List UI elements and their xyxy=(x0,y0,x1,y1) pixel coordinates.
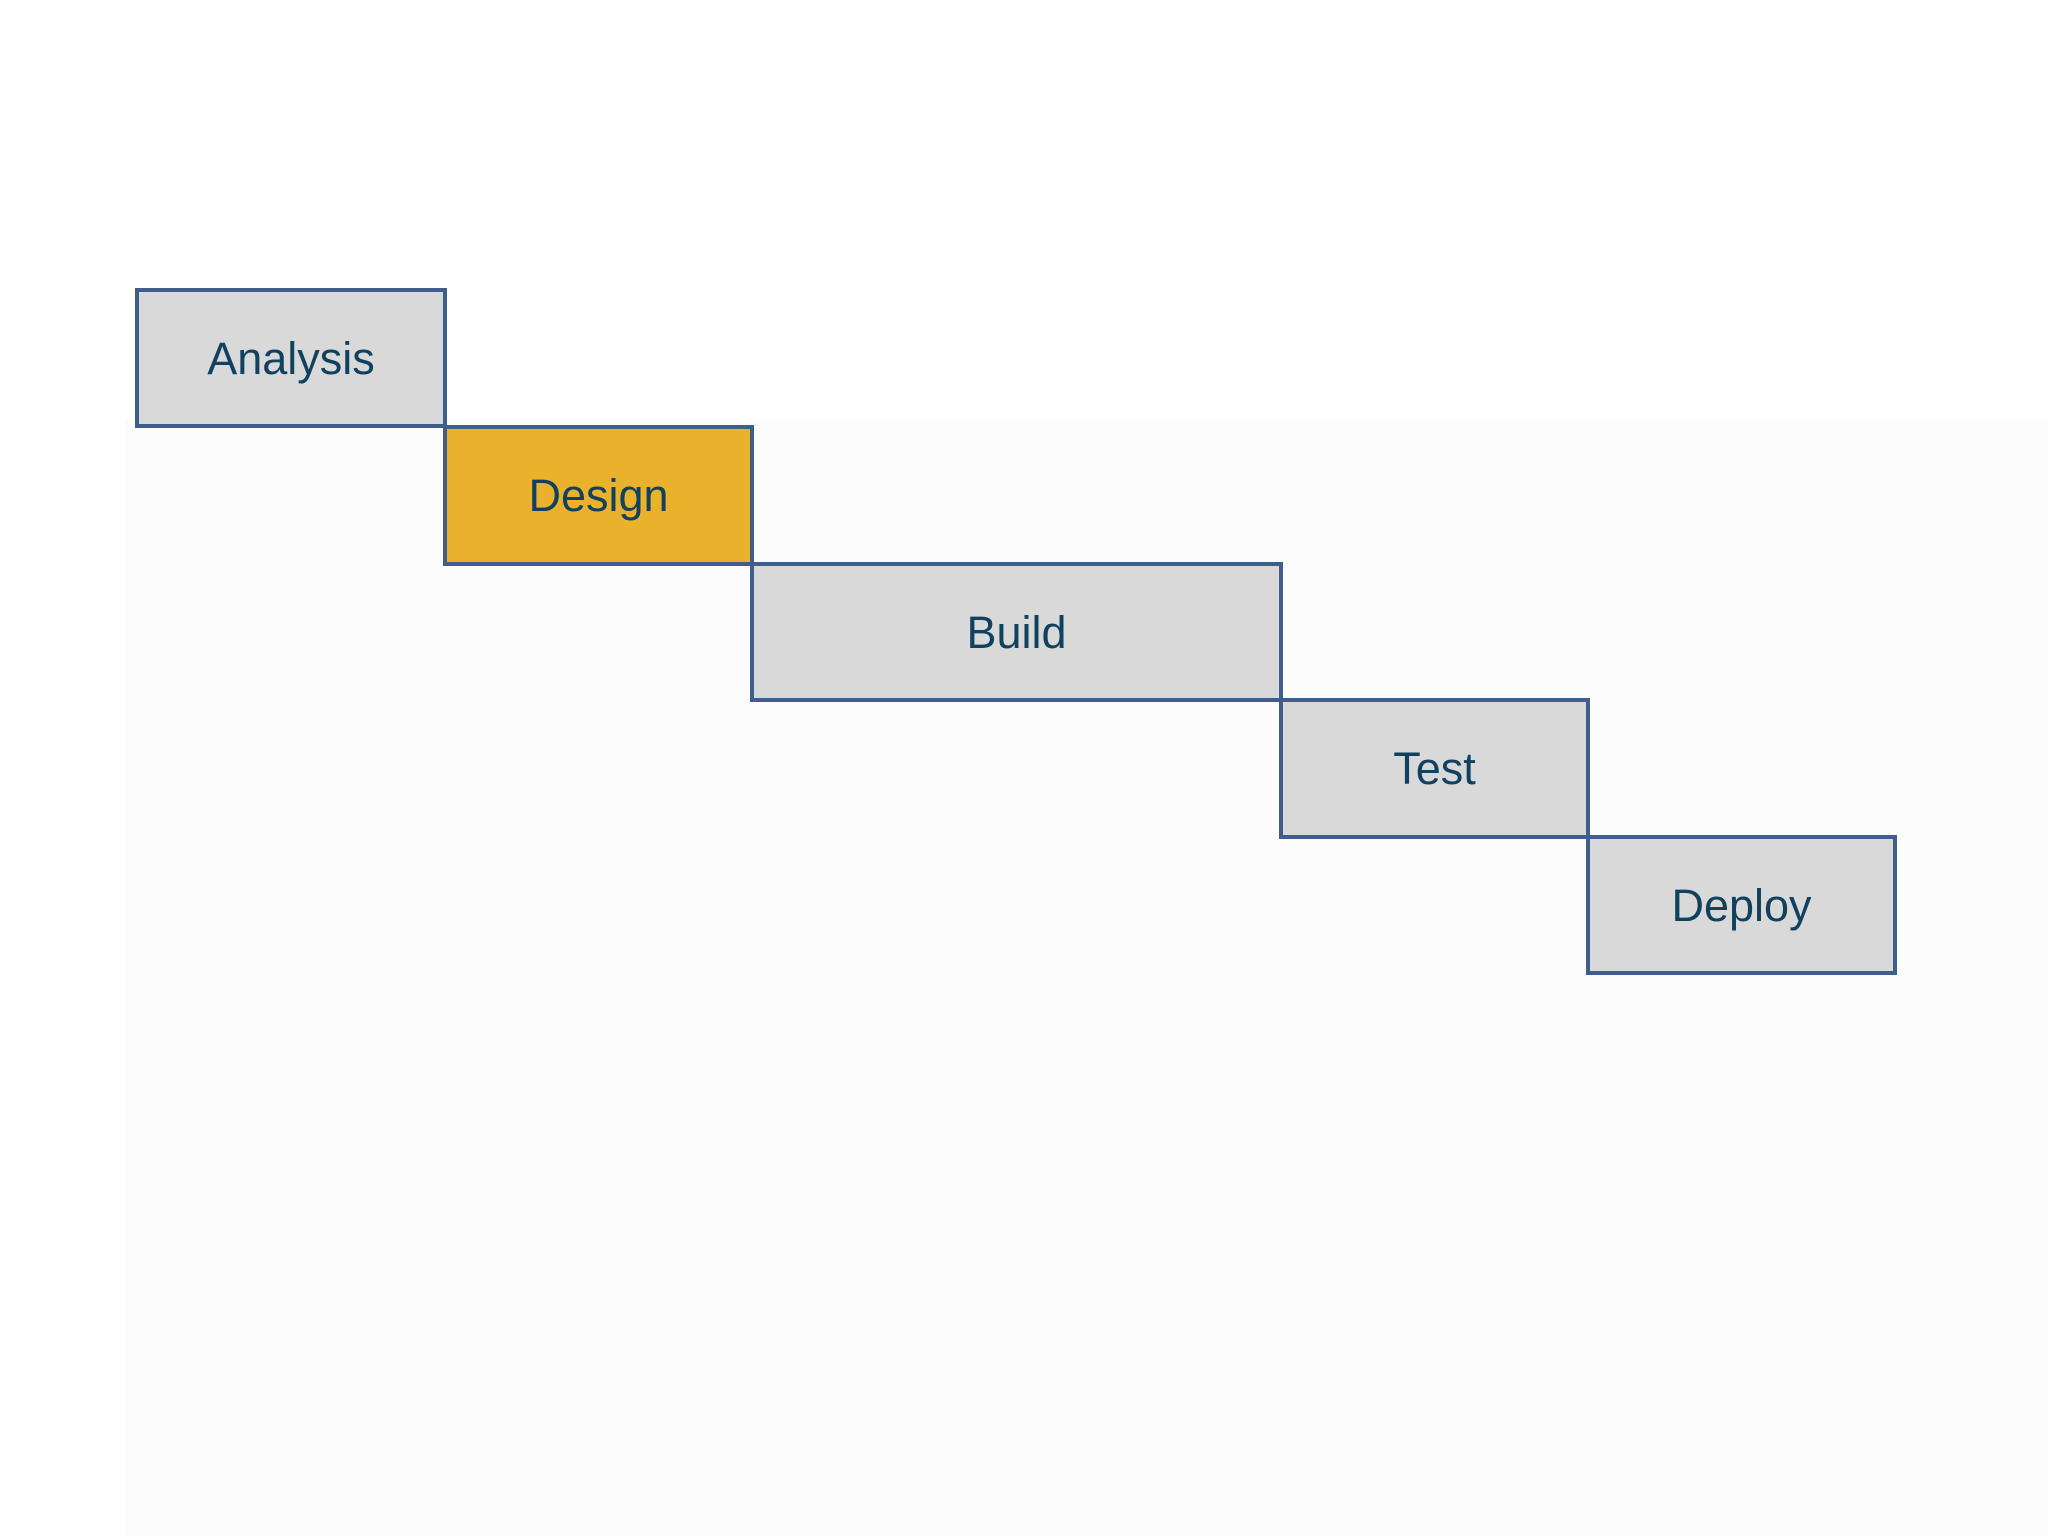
stage-label: Analysis xyxy=(207,332,375,384)
stage-label: Deploy xyxy=(1671,879,1812,931)
stage-label: Design xyxy=(528,470,669,521)
stage-design: Design xyxy=(443,425,754,566)
stage-deploy: Deploy xyxy=(1586,835,1897,975)
stage-label: Build xyxy=(966,606,1067,658)
stage-test: Test xyxy=(1279,698,1590,839)
stage-build: Build xyxy=(750,562,1283,702)
stage-analysis: Analysis xyxy=(135,288,447,428)
stage-label: Test xyxy=(1393,743,1476,794)
